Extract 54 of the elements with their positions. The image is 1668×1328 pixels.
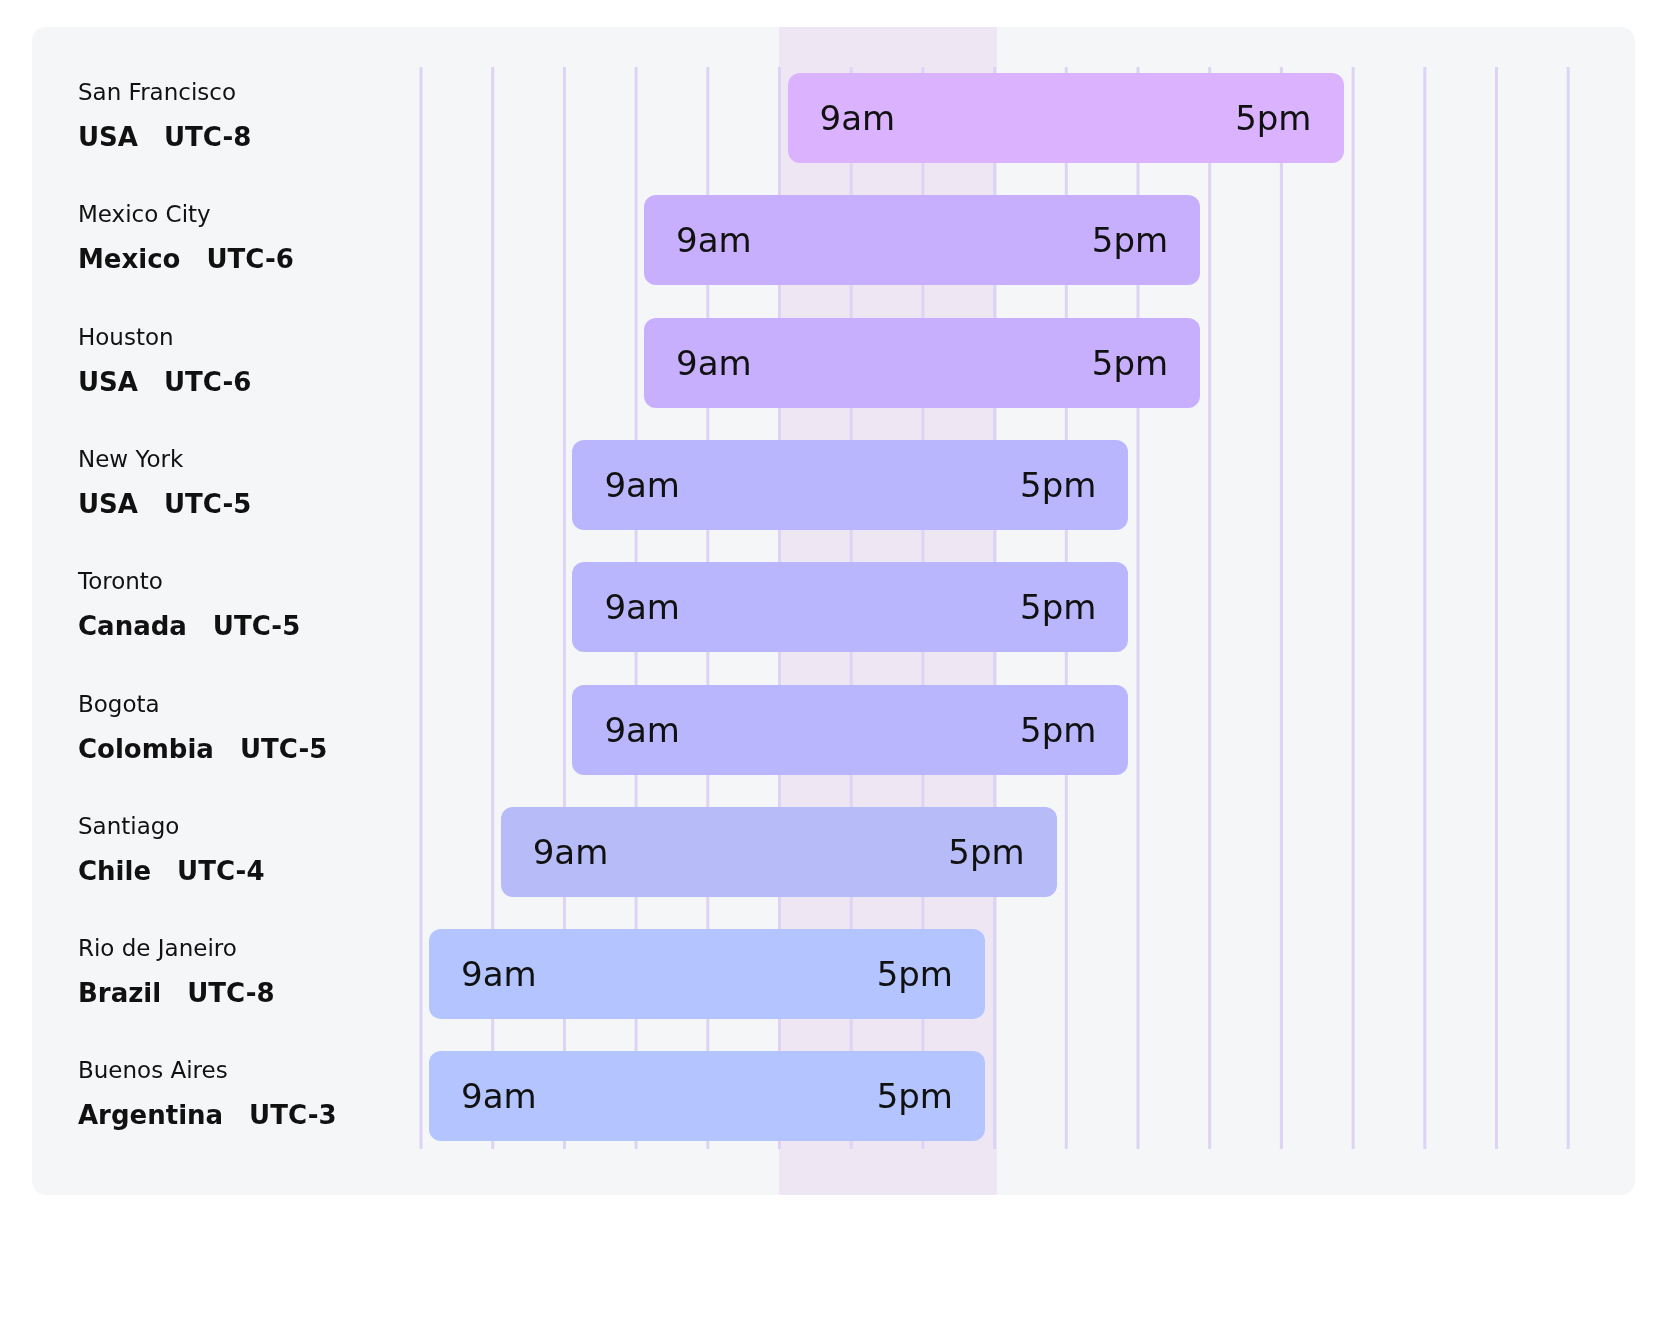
time-label: 5pm [1020, 587, 1097, 628]
city-name: Santiago [78, 812, 180, 839]
utc-offset: UTC-5 [212, 611, 301, 642]
country-name: Chile [78, 855, 152, 886]
time-bar [429, 1051, 985, 1142]
time-label: 5pm [1020, 709, 1097, 750]
country-name: Mexico [78, 244, 181, 275]
time-bar [429, 929, 985, 1020]
utc-offset: UTC-5 [163, 488, 252, 519]
time-bar [787, 73, 1344, 163]
time-bar [500, 806, 1057, 897]
time-bar [644, 317, 1201, 408]
time-label: 9am [676, 342, 752, 383]
time-label: 5pm [948, 831, 1025, 872]
time-label: 9am [676, 220, 752, 261]
city-name: Toronto [78, 568, 163, 595]
time-label: 5pm [1235, 98, 1312, 138]
city-name: San Francisco [78, 79, 236, 105]
country-name: USA [78, 366, 138, 397]
country-name: Argentina [78, 1100, 224, 1131]
time-label: 9am [604, 464, 680, 505]
utc-offset: UTC-8 [187, 978, 275, 1009]
city-name: New York [78, 445, 184, 472]
time-bar [572, 562, 1129, 653]
time-label: 9am [461, 1076, 537, 1117]
city-name: Buenos Aires [78, 1057, 228, 1084]
country-name: USA [78, 122, 138, 152]
time-bar [644, 195, 1201, 286]
time-label: 9am [461, 954, 537, 995]
time-bar [572, 684, 1129, 775]
time-label: 5pm [1091, 220, 1169, 261]
time-bar [572, 439, 1129, 530]
city-name: Mexico City [78, 201, 211, 228]
time-label: 9am [604, 709, 680, 750]
time-label: 5pm [1091, 342, 1169, 383]
time-label: 5pm [876, 954, 953, 995]
utc-offset: UTC-4 [177, 855, 265, 886]
country-name: Brazil [78, 978, 162, 1009]
city-name: Rio de Janeiro [78, 935, 237, 962]
utc-offset: UTC-3 [249, 1100, 337, 1131]
country-name: USA [78, 488, 138, 519]
city-name: Bogota [78, 690, 160, 717]
time-label: 9am [819, 98, 896, 138]
country-name: Colombia [78, 733, 214, 764]
city-name: Houston [78, 323, 174, 350]
time-label: 9am [604, 587, 680, 628]
utc-offset: UTC-5 [239, 733, 328, 764]
time-label: 9am [532, 831, 609, 872]
utc-offset: UTC-8 [163, 122, 252, 152]
time-label: 5pm [876, 1076, 953, 1117]
country-name: Canada [78, 611, 187, 642]
utc-offset: UTC-6 [206, 244, 294, 275]
time-label: 5pm [1020, 464, 1097, 505]
utc-offset: UTC-6 [163, 366, 252, 397]
